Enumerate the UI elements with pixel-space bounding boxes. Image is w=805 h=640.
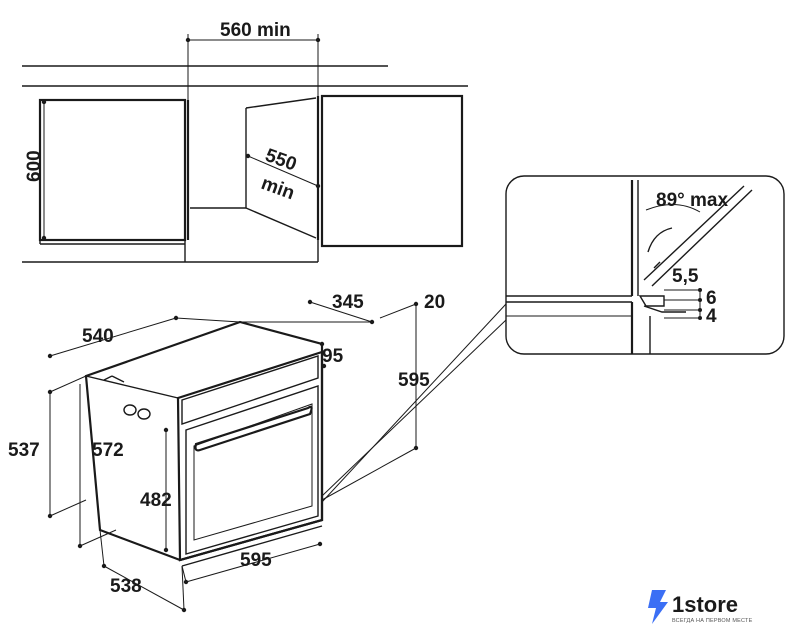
niche-height-label: 600 [24, 150, 45, 182]
logo-tagline: ВСЕГДА НА ПЕРВОМ МЕСТЕ [672, 618, 753, 624]
dim-95-label: 95 [322, 346, 344, 367]
height-572-label: 572 [92, 440, 124, 461]
oven-door [185, 385, 319, 555]
angle-label: 89° max [656, 190, 728, 211]
depth-538-label: 538 [110, 576, 142, 597]
lightning-bolt-icon [648, 590, 668, 624]
depth-540-label: 540 [82, 326, 114, 347]
gap-6-label: 6 [706, 288, 717, 309]
dim-345-label: 345 [332, 292, 364, 313]
niche-width-label: 560 min [220, 20, 291, 41]
cabinet-section: 560 min 600 550 min [22, 20, 468, 263]
dim-20-label: 20 [424, 292, 445, 313]
logo-name: 1store [672, 592, 738, 617]
brand-logo: 1store ВСЕГДА НА ПЕРВОМ МЕСТЕ [648, 590, 753, 624]
niche-depth-label-1: 550 [262, 145, 299, 176]
oven-section: 540 345 20 95 595 537 572 [8, 292, 507, 613]
oven-front [176, 350, 324, 562]
niche-depth-label-2: min [258, 173, 297, 204]
gap-55-label: 5,5 [672, 266, 699, 287]
height-537-label: 537 [8, 440, 40, 461]
width-595-label: 595 [240, 550, 272, 571]
detail-frame [505, 175, 785, 355]
oven-handle [194, 405, 313, 452]
door-482-label: 482 [140, 490, 172, 511]
height-595-label: 595 [398, 370, 430, 391]
gap-4-label: 4 [706, 306, 717, 327]
detail-callout: 89° max 5,5 6 4 [505, 175, 785, 355]
